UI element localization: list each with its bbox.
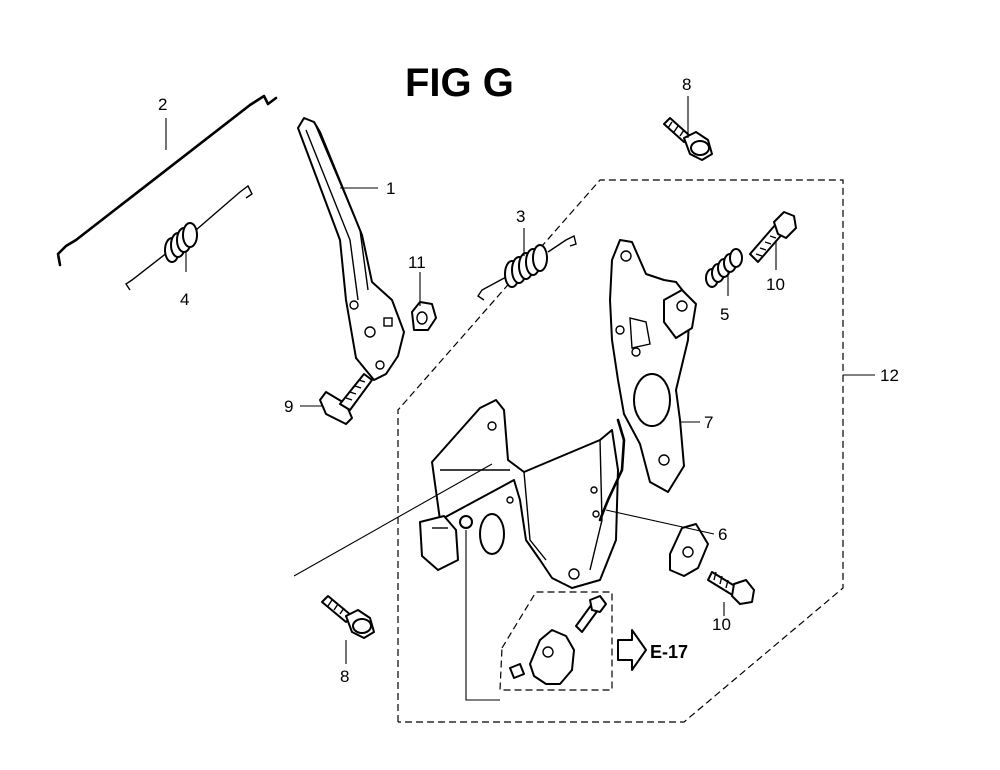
callout-3: 3 (516, 207, 525, 226)
callout-2: 2 (158, 95, 167, 114)
part-10-screw-top (749, 211, 797, 263)
inset-detail (499, 591, 613, 691)
part-7-control-plate (609, 239, 697, 493)
callouts: 2 1 3 4 11 5 10 12 9 7 8 6 10 8 (158, 75, 899, 686)
part-2-rod (56, 94, 278, 267)
callout-10-bottom: 10 (712, 615, 731, 634)
callout-4: 4 (180, 290, 189, 309)
callout-7: 7 (704, 413, 713, 432)
reference-label: E-17 (650, 642, 688, 662)
connection-lines (293, 463, 500, 701)
callout-8-top: 8 (682, 75, 691, 94)
part-11-nut (411, 301, 437, 331)
part-1-lever (297, 117, 405, 381)
callout-9: 9 (284, 397, 293, 416)
callout-8-bottom: 8 (340, 667, 349, 686)
leader-lines (165, 96, 875, 664)
callout-6: 6 (718, 525, 727, 544)
callout-5: 5 (720, 305, 729, 324)
part-9-bolt (319, 373, 373, 425)
callout-12: 12 (880, 366, 899, 385)
part-8-bolt-top (663, 117, 713, 161)
callout-10-top: 10 (766, 275, 785, 294)
part-8-bolt-bottom (321, 595, 375, 639)
part-10-screw-bottom (707, 571, 755, 605)
main-bracket (419, 399, 626, 589)
figure-title: FIG G (405, 61, 514, 105)
part-3-spring (477, 234, 577, 301)
reference-arrow: E-17 (617, 629, 688, 671)
callout-11: 11 (408, 253, 426, 272)
part-5-spring (705, 248, 743, 288)
part-4-spring (125, 184, 253, 291)
callout-1: 1 (386, 179, 395, 198)
assembly-boundary-12 (397, 179, 844, 723)
